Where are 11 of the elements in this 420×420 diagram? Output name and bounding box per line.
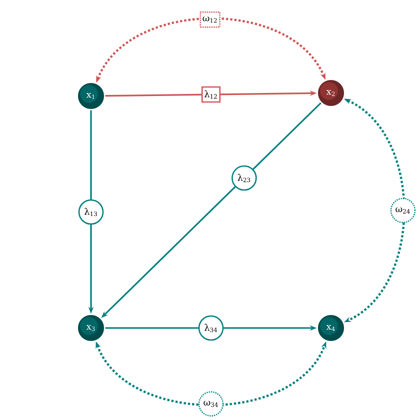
edge-label: λ$_{12}$ xyxy=(201,86,221,103)
edge-label: λ$_{34}$ xyxy=(198,315,224,341)
edge-label: ω$_{12}$ xyxy=(200,12,220,28)
sphere-node: x$_{1}$ xyxy=(78,83,104,109)
edge-label: ω$_{24}$ xyxy=(390,198,416,224)
edge-label: λ$_{13}$ xyxy=(78,199,104,225)
sphere-node: x$_{3}$ xyxy=(78,315,104,341)
edge-label: λ$_{23}$ xyxy=(232,165,257,191)
sphere-node: x$_{4}$ xyxy=(318,315,344,341)
sphere-node: x$_{2}$ xyxy=(318,80,344,106)
edge-label: ω$_{34}$ xyxy=(198,391,224,416)
